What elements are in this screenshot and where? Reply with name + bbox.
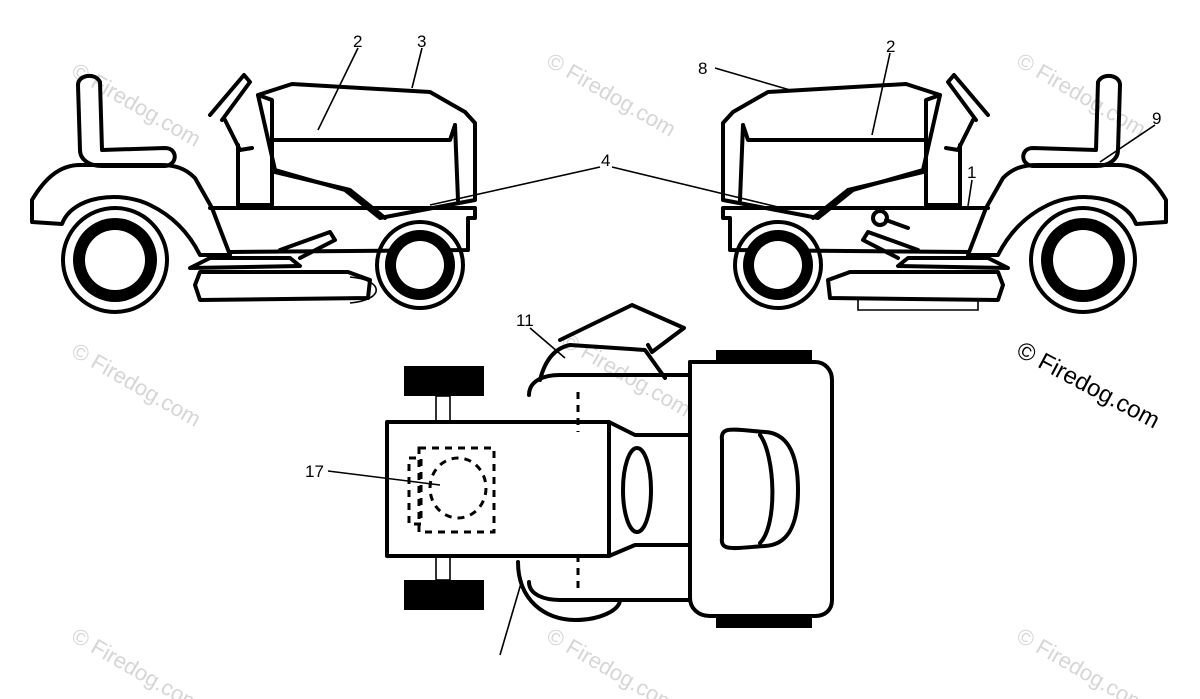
leader-17 xyxy=(327,470,441,486)
callout-2-right: 2 xyxy=(886,37,895,56)
leader-2-right xyxy=(871,52,891,136)
callout-3: 3 xyxy=(417,32,426,51)
watermark-1: © Firedog.com xyxy=(68,58,206,152)
leader-4-right xyxy=(611,166,779,208)
callout-8: 8 xyxy=(698,59,707,78)
leader-bottom xyxy=(499,579,523,656)
leader-2-left xyxy=(317,47,359,131)
watermark-2: © Firedog.com xyxy=(543,48,681,142)
leader-lines xyxy=(317,47,1156,656)
callout-4: 4 xyxy=(601,151,610,170)
callout-1: 1 xyxy=(967,163,976,182)
callout-2-left: 2 xyxy=(353,32,362,51)
tractor-top-view xyxy=(385,303,834,628)
tractor-left-side-view xyxy=(30,73,477,314)
callout-11: 11 xyxy=(516,311,534,330)
leader-8 xyxy=(714,67,791,91)
front-wheel-bottom xyxy=(404,580,484,610)
callout-labels: 2 3 8 2 9 4 1 11 17 xyxy=(305,32,1161,481)
callout-17: 17 xyxy=(305,462,324,481)
leader-9 xyxy=(1099,124,1156,163)
callout-9: 9 xyxy=(1152,109,1161,128)
tractor-right-side-view xyxy=(721,73,1168,314)
leader-11 xyxy=(529,327,566,359)
watermark-3: © Firedog.com xyxy=(1013,48,1151,142)
front-wheel-top xyxy=(404,366,484,396)
leader-1 xyxy=(967,179,973,207)
leader-4-left xyxy=(429,166,601,206)
watermark-4: © Firedog.com xyxy=(68,338,206,432)
watermark-7: © Firedog.com xyxy=(543,623,681,699)
watermark-6: © Firedog.com xyxy=(68,623,206,699)
leader-3 xyxy=(411,47,423,89)
watermark-8: © Firedog.com xyxy=(1013,623,1151,699)
firedog-watermark: © Firedog.com xyxy=(1012,336,1164,434)
